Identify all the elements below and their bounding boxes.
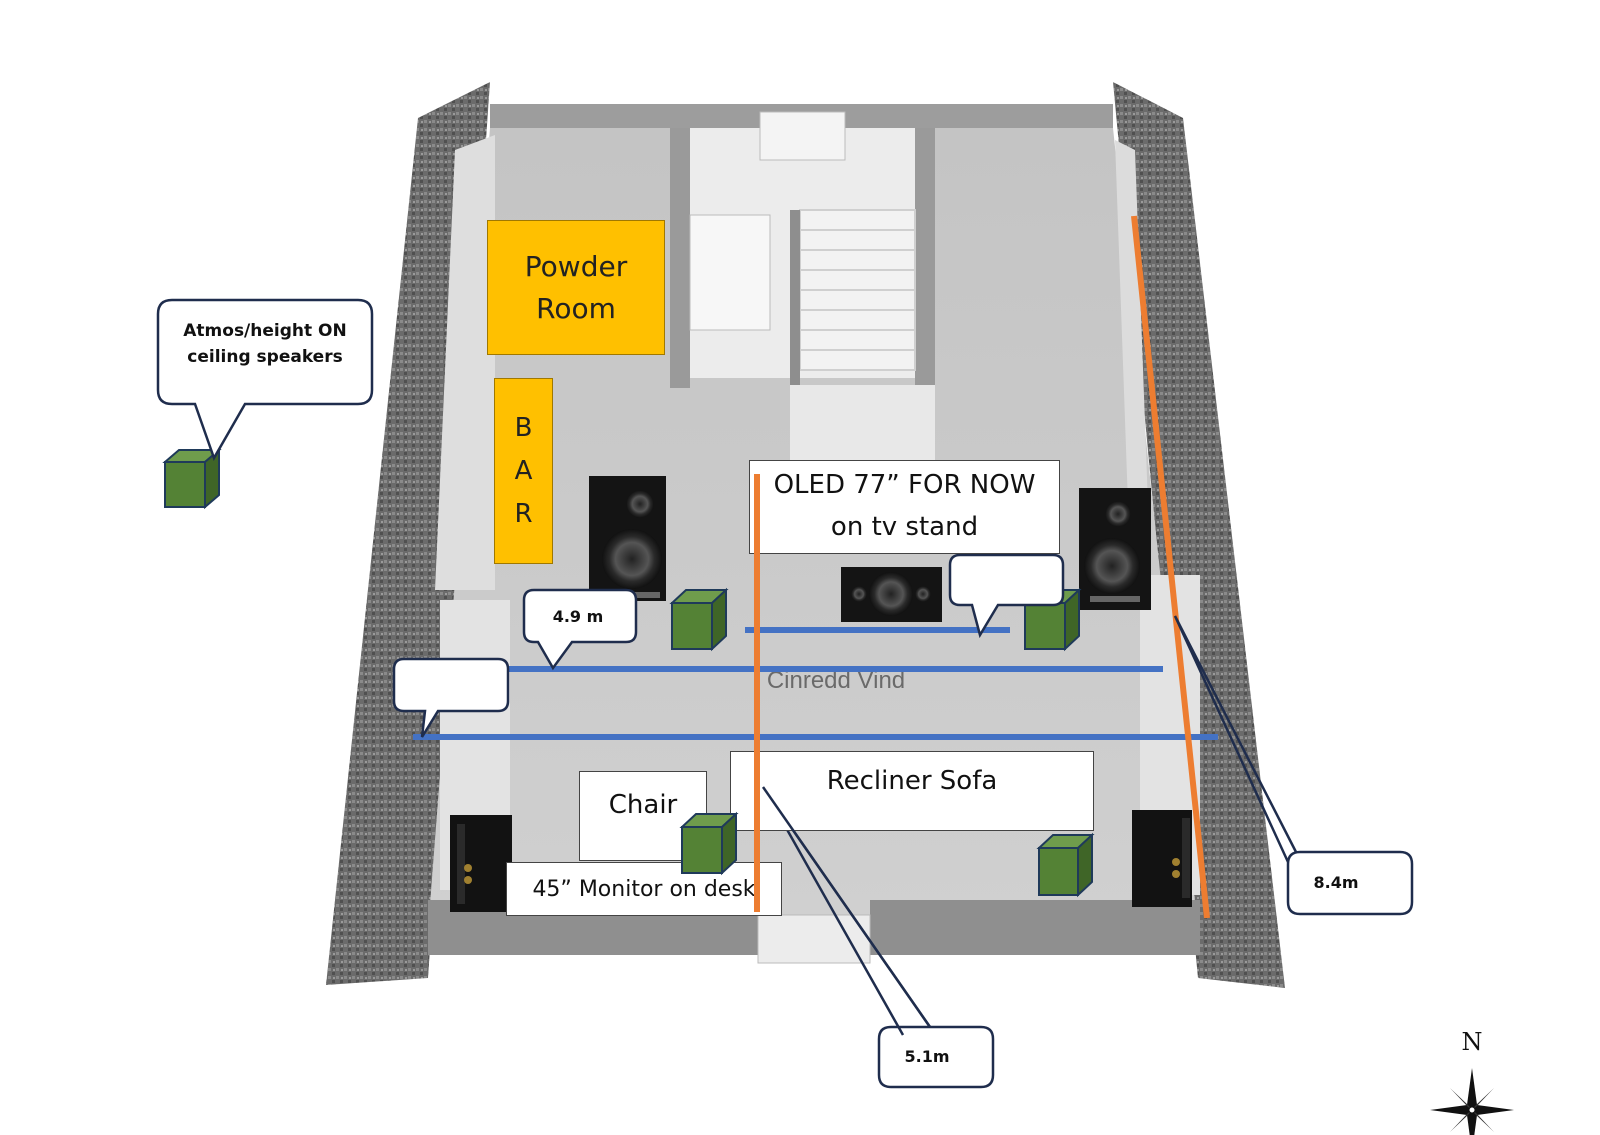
powder-room: Powder Room xyxy=(487,220,665,355)
right-inner-wall xyxy=(1115,140,1150,560)
bar-counter: B A R xyxy=(494,378,553,564)
callout-8-4m-text: 8.4m xyxy=(1313,873,1358,892)
stair-hatch xyxy=(759,111,846,161)
chair: Chair xyxy=(579,771,707,861)
bar-letter-r: R xyxy=(514,498,533,529)
callout-4-9m: 4.9 m xyxy=(522,588,638,671)
front-right-speaker xyxy=(1079,488,1151,610)
compass-rose-icon xyxy=(1430,1068,1514,1135)
callout-atmos-line1: Atmos/height ON xyxy=(183,321,346,341)
tv-label-line1: OLED 77” FOR NOW xyxy=(773,470,1036,501)
front-doorway xyxy=(757,914,871,964)
recliner-sofa-label: Recliner Sofa xyxy=(826,766,998,796)
callout-8-4m: 8.4m xyxy=(1173,615,1414,916)
bar-letter-a: A xyxy=(514,455,533,486)
rear-left-speaker xyxy=(450,815,512,912)
front-left-speaker xyxy=(589,476,666,601)
powder-room-label: Powder Room xyxy=(524,249,628,325)
callout-2-1m: 2.1 m xyxy=(948,553,1065,639)
callout-2-1m-text: 2.1 m xyxy=(979,572,1030,591)
callout-atmos-line2: ceiling speakers xyxy=(187,347,342,367)
monitor-desk: 45” Monitor on desk xyxy=(506,862,782,916)
center-speaker xyxy=(841,567,942,622)
front-wall-right xyxy=(870,900,1200,955)
tv-label-line2: on tv stand xyxy=(830,512,979,542)
bar-letter-b: B xyxy=(514,412,533,443)
measure-line-8-4m xyxy=(1131,215,1210,919)
tv-label: OLED 77” FOR NOW on tv stand xyxy=(749,460,1060,554)
callout-atmos: Atmos/height ON ceiling speakers xyxy=(156,298,374,461)
recliner-sofa: Recliner Sofa xyxy=(730,751,1094,831)
stair-wall-right xyxy=(915,128,935,388)
callout-4-9m-text: 4.9 m xyxy=(553,607,604,626)
monitor-desk-label: 45” Monitor on desk xyxy=(532,876,756,902)
atmos-speaker-front-left xyxy=(669,587,729,652)
callout-5-1m-left: 5.1 m xyxy=(392,657,510,738)
stair-gate xyxy=(689,214,771,331)
stair-wall-left xyxy=(670,128,690,388)
stair-railing xyxy=(790,210,800,390)
callout-5-1m-left-text: 5.1 m xyxy=(425,678,476,697)
staircase xyxy=(799,209,916,371)
atmos-speaker-legend-cube xyxy=(162,447,222,510)
atmos-speaker-rear-right xyxy=(1036,832,1095,898)
rear-right-speaker xyxy=(1132,810,1192,907)
callout-5-1m-bottom-text: 5.1m xyxy=(904,1047,949,1066)
chair-label: Chair xyxy=(608,790,678,820)
compass-north-label: N xyxy=(1462,1028,1483,1056)
left-inner-wall xyxy=(435,135,495,590)
stair-landing-wall xyxy=(790,385,935,465)
